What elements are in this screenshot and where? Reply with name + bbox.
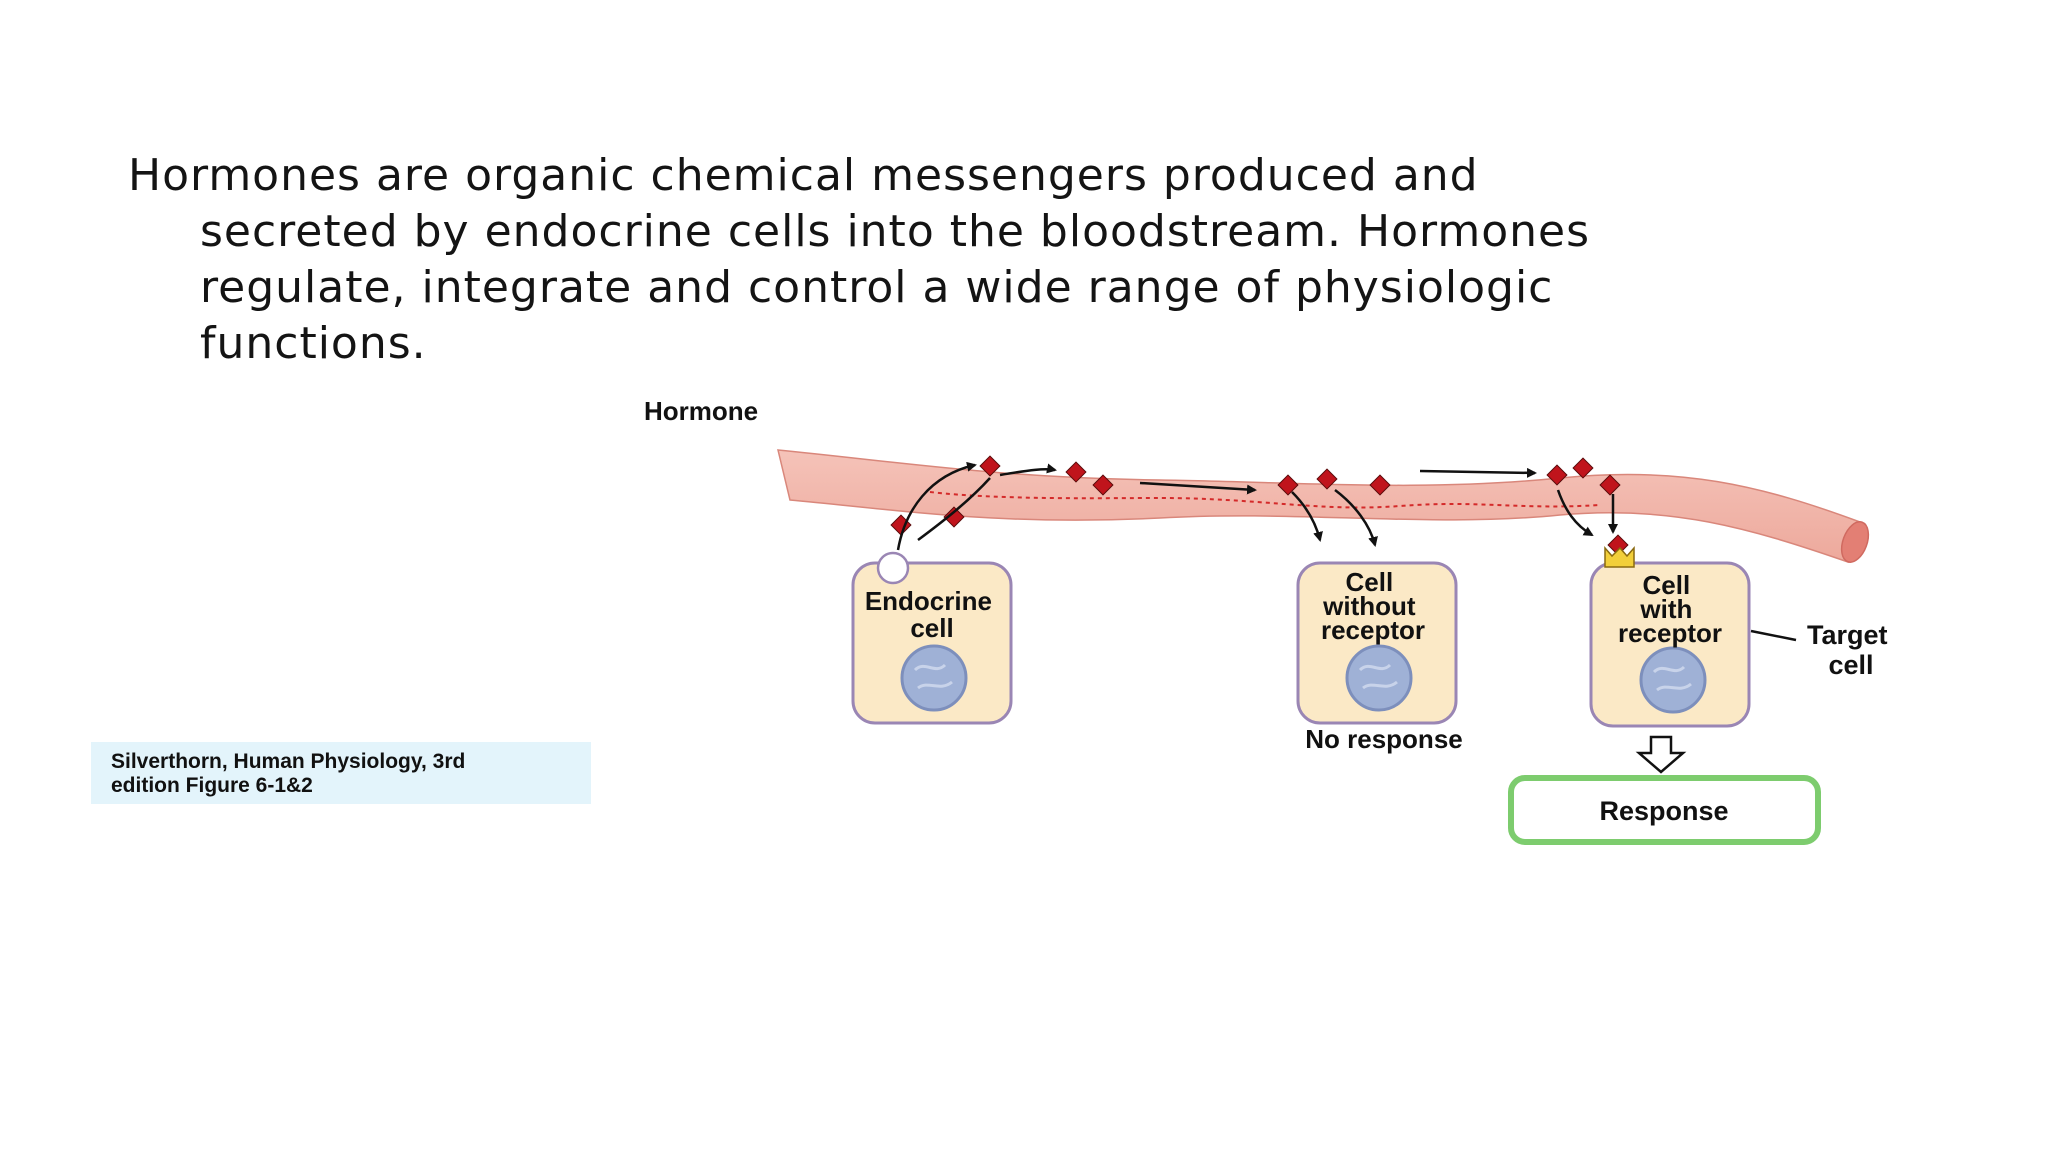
svg-text:Endocrine cell: Endocrine cell xyxy=(865,586,999,643)
cell-without-receptor: Cell without receptor xyxy=(1296,561,1458,725)
cell-with-receptor-label: receptor xyxy=(1618,618,1722,648)
endocrine-cell-label: Endocrine xyxy=(865,586,992,616)
response-label: Response xyxy=(1599,796,1728,826)
hormone-label: Hormone xyxy=(644,396,758,426)
cell-with-receptor: Cell with receptor xyxy=(1589,546,1751,728)
slide-paragraph: Hormones are organic chemical messengers… xyxy=(128,148,1848,372)
endocrine-cell: Endocrine cell xyxy=(851,551,1013,725)
cell-without-receptor-label: without xyxy=(1322,591,1416,621)
paragraph-line: Hormones are organic chemical messengers… xyxy=(128,150,1479,201)
paragraph-line: functions. xyxy=(200,318,427,369)
cell-without-receptor-label: receptor xyxy=(1321,615,1425,645)
svg-text:Cell without recep: Cell without receptor xyxy=(1321,567,1425,645)
blood-vessel xyxy=(777,449,1870,563)
cell-with-receptor-label: with xyxy=(1639,594,1692,624)
receptor-icon xyxy=(1604,546,1635,568)
paragraph-line: regulate, integrate and control a wide r… xyxy=(200,262,1554,313)
svg-text:Cell with receptor: Cell with receptor xyxy=(1618,570,1722,648)
down-arrow-icon xyxy=(1635,735,1687,774)
hormone-molecules xyxy=(890,455,1629,556)
paragraph-line: secreted by endocrine cells into the blo… xyxy=(200,206,1590,257)
citation-line: Silverthorn, Human Physiology, 3rd xyxy=(111,750,466,773)
response-box: Response xyxy=(1508,775,1821,845)
citation-line: edition Figure 6-1&2 xyxy=(111,774,313,797)
flow-arrows xyxy=(896,461,1618,551)
target-cell-pointer xyxy=(1750,629,1797,642)
no-response-label: No response xyxy=(1305,724,1463,754)
svg-text:Target cell: Target cell xyxy=(1807,620,1895,680)
cell-without-receptor-label: Cell xyxy=(1346,567,1394,597)
cell-with-receptor-label: Cell xyxy=(1643,570,1691,600)
target-cell-label: Target xyxy=(1807,620,1888,650)
figure-citation: Silverthorn, Human Physiology, 3rd editi… xyxy=(91,742,591,804)
endocrine-cell-label: cell xyxy=(910,613,953,643)
target-cell-label: cell xyxy=(1828,650,1873,680)
